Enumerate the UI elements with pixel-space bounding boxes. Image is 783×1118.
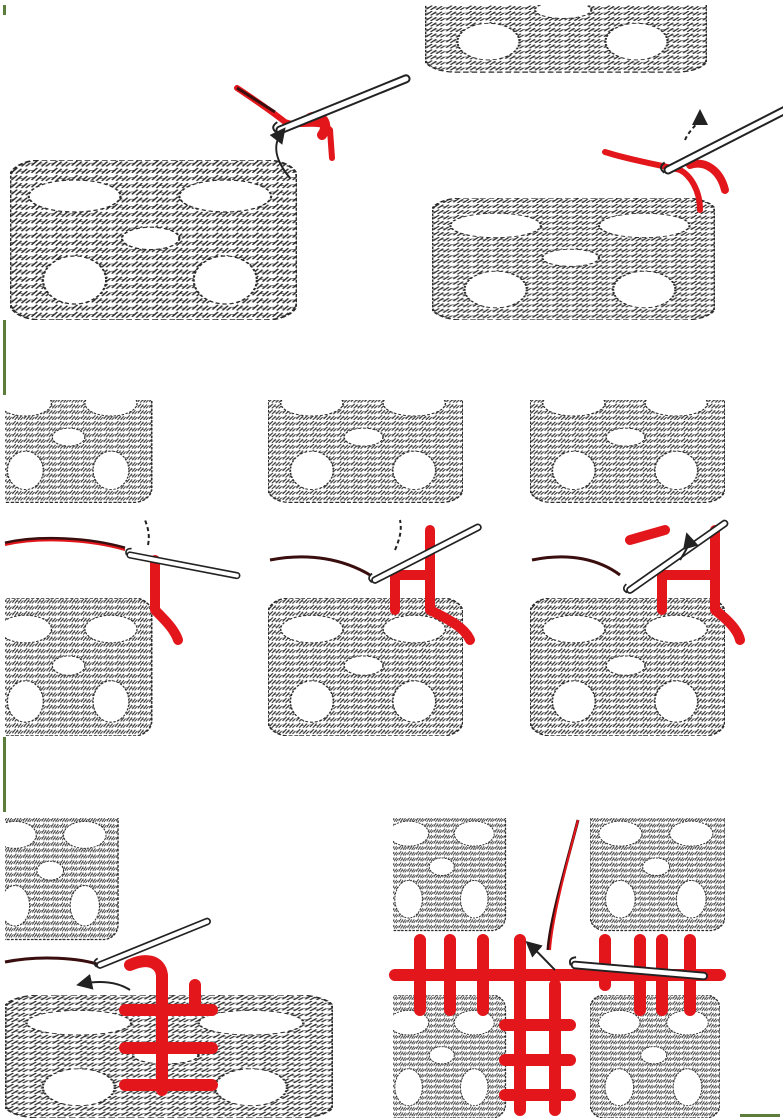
direction-arrow-icon xyxy=(530,945,555,970)
separator-bar xyxy=(3,737,6,812)
direction-arrow-icon xyxy=(685,115,700,140)
yarn-strand xyxy=(270,557,370,575)
panel-continue-ladder xyxy=(530,374,740,736)
crochet-hook-icon xyxy=(125,524,237,605)
separator-bar xyxy=(3,5,6,15)
separator-bar xyxy=(3,320,6,395)
separator-bar xyxy=(740,1114,780,1117)
yarn-strand xyxy=(5,958,100,965)
crochet-hook-icon xyxy=(655,108,783,173)
crochet-hook-icon xyxy=(270,79,410,133)
direction-arrow-icon xyxy=(145,520,149,545)
yarn-strand xyxy=(532,557,620,575)
direction-arrow-icon xyxy=(395,520,401,550)
panel-pull-up-loop xyxy=(10,79,410,320)
direction-arrow-icon xyxy=(82,982,130,990)
panel-chain-across-gap xyxy=(425,0,783,320)
panel-ladder-vertical-seam xyxy=(0,805,333,1118)
panel-ladder-both-seams xyxy=(381,806,726,1118)
panel-first-post xyxy=(0,374,237,736)
panel-second-post xyxy=(268,374,484,736)
